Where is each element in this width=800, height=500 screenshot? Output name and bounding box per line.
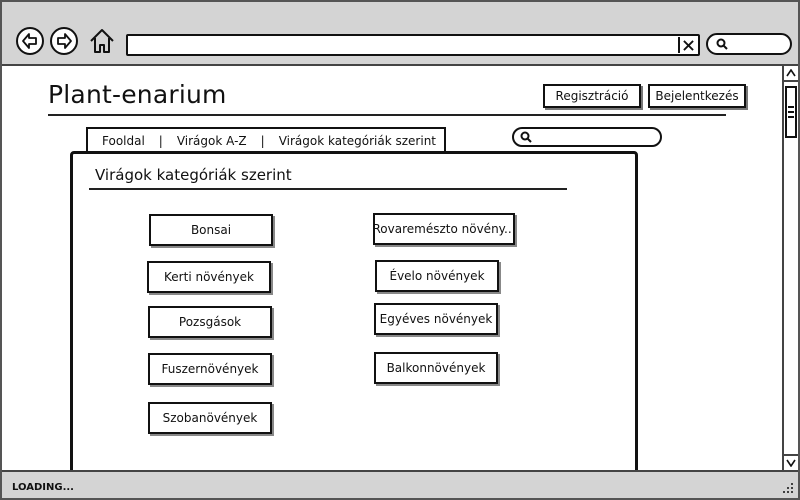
category-balcony-plants-button[interactable]: Balkonnövények [374, 352, 498, 384]
vertical-scrollbar[interactable] [782, 66, 798, 470]
category-succulents-button[interactable]: Pozsgások [148, 306, 272, 338]
scroll-thumb[interactable] [785, 86, 797, 138]
scroll-up-button[interactable] [784, 66, 798, 82]
category-carnivorous-plants-button[interactable]: Rovaremészto növény... [373, 213, 515, 245]
resize-grip-icon[interactable] [782, 482, 794, 494]
back-button[interactable] [16, 27, 44, 55]
header-divider [48, 114, 726, 116]
nav-separator: | [260, 134, 265, 148]
scroll-down-button[interactable] [784, 454, 798, 470]
panel-title: Virágok kategóriák szerint [95, 166, 292, 184]
login-button[interactable]: Bejelentkezés [648, 84, 746, 108]
home-button[interactable] [88, 27, 116, 55]
url-input[interactable] [126, 34, 700, 56]
home-icon [90, 29, 114, 53]
category-annuals-button[interactable]: Egyéves növények [374, 303, 498, 335]
search-icon [520, 131, 532, 143]
nav-separator: | [158, 134, 163, 148]
search-icon [716, 38, 728, 50]
clear-url-button[interactable] [678, 37, 696, 53]
category-bonsai-button[interactable]: Bonsai [149, 214, 273, 246]
forward-button[interactable] [50, 27, 78, 55]
site-logo[interactable]: Plant-enarium [48, 80, 227, 109]
status-bar: LOADING... [2, 470, 798, 498]
nav-item-flowers-az[interactable]: Virágok A-Z [176, 134, 247, 148]
chevron-down-icon [786, 459, 796, 467]
close-icon [682, 39, 694, 51]
site-search-input[interactable] [512, 127, 662, 147]
category-houseplants-button[interactable]: Szobanövények [148, 402, 272, 434]
page-content: Plant-enarium Regisztráció Bejelentkezés… [2, 66, 782, 470]
category-garden-plants-button[interactable]: Kerti növények [147, 261, 271, 293]
register-button[interactable]: Regisztráció [543, 84, 641, 108]
nav-item-home[interactable]: Fooldal [102, 134, 145, 148]
category-panel: Virágok kategóriák szerint Bonsai Kerti … [70, 151, 638, 470]
category-herbs-button[interactable]: Fuszernövények [148, 353, 272, 385]
main-nav: Fooldal | Virágok A-Z | Virágok kategóri… [86, 127, 446, 153]
forward-arrow-icon [57, 33, 72, 49]
browser-search-input[interactable] [706, 33, 792, 55]
panel-title-divider [89, 188, 567, 190]
status-text: LOADING... [12, 482, 74, 493]
browser-toolbar [2, 2, 798, 66]
back-arrow-icon [22, 33, 37, 49]
category-perennials-button[interactable]: Évelo növények [375, 260, 499, 292]
chevron-up-icon [786, 69, 796, 77]
nav-item-flowers-by-category[interactable]: Virágok kategóriák szerint [278, 134, 437, 148]
